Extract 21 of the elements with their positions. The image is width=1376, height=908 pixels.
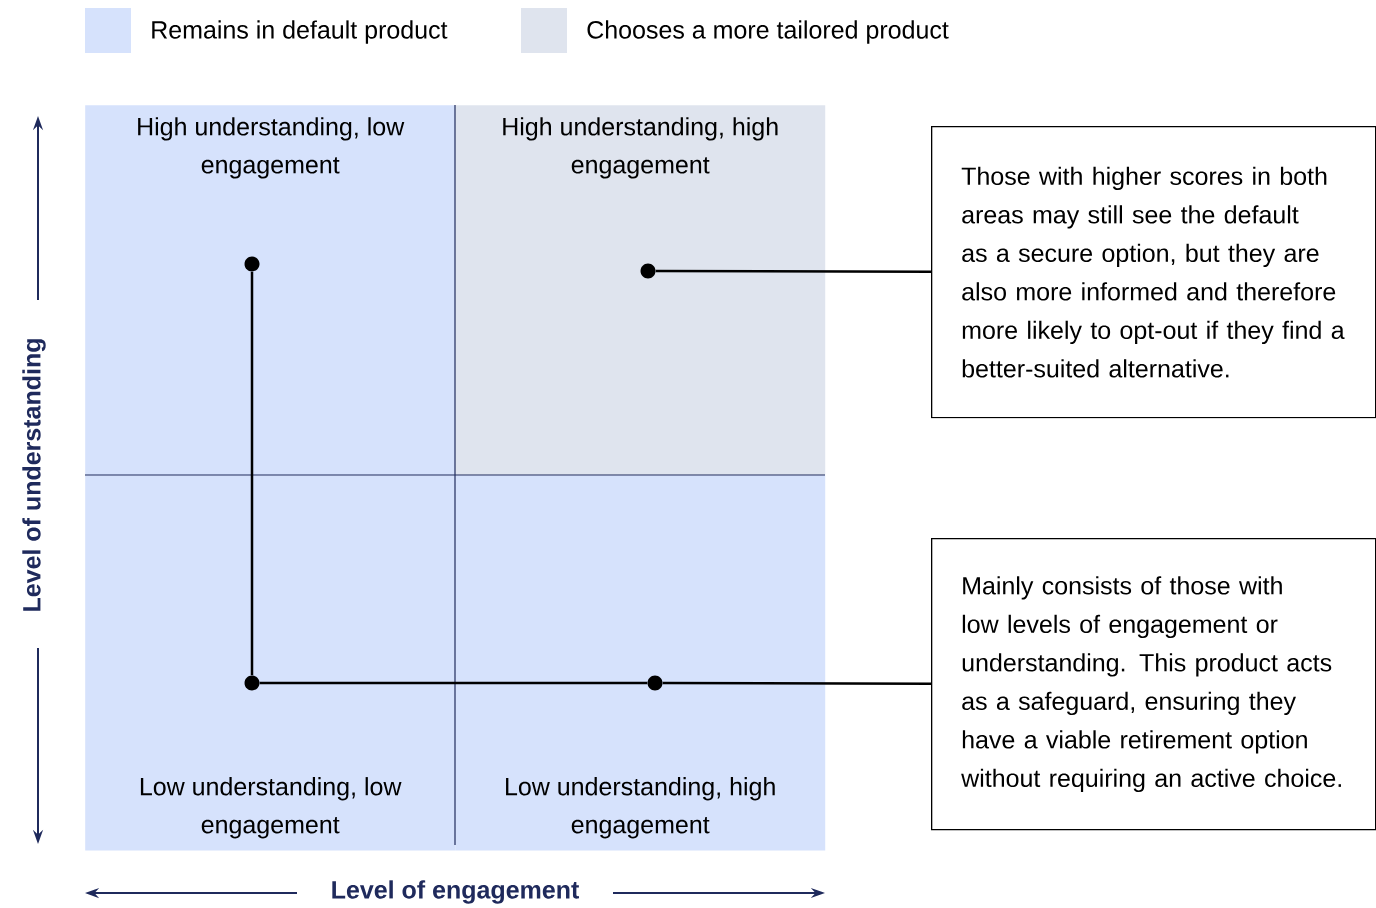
node-label: Low understanding, high engagement bbox=[506, 777, 775, 839]
callout-box: Mainly consists of those with low levels of engagement or understanding. This product acts as a safeguard, ensuring they have a viable retirement option without requiring an active choice. bbox=[931, 538, 1376, 831]
node-label: High understanding, low engagement bbox=[138, 117, 405, 179]
dot bbox=[244, 675, 260, 691]
quadrant-area: Low understanding, high engagement bbox=[455, 475, 826, 851]
leader-line bbox=[662, 681, 931, 685]
quadrant-area: Low understanding, low engagement bbox=[85, 475, 456, 851]
axis-label: Level of engagement bbox=[332, 880, 579, 904]
quadrant-area: High understanding, low engagement bbox=[85, 105, 456, 476]
leader-line bbox=[250, 271, 254, 676]
legend-label: Chooses a more tailored product bbox=[587, 20, 949, 44]
dot bbox=[640, 263, 656, 279]
callout-box: Those with higher scores in both areas may still see the default as a secure option, but they are also more informed and therefore more likely to opt-out if they find a better-suited alternative. bbox=[931, 126, 1376, 419]
leader-line bbox=[259, 681, 648, 685]
legend-label: Remains in default product bbox=[152, 20, 448, 44]
dot bbox=[647, 675, 663, 691]
leader-line bbox=[655, 269, 931, 273]
dot bbox=[244, 256, 260, 272]
node-label: Low understanding, low engagement bbox=[140, 777, 402, 839]
quadrant-area: High understanding, high engagement bbox=[455, 105, 826, 476]
axis-label: Level of understanding bbox=[22, 339, 46, 611]
